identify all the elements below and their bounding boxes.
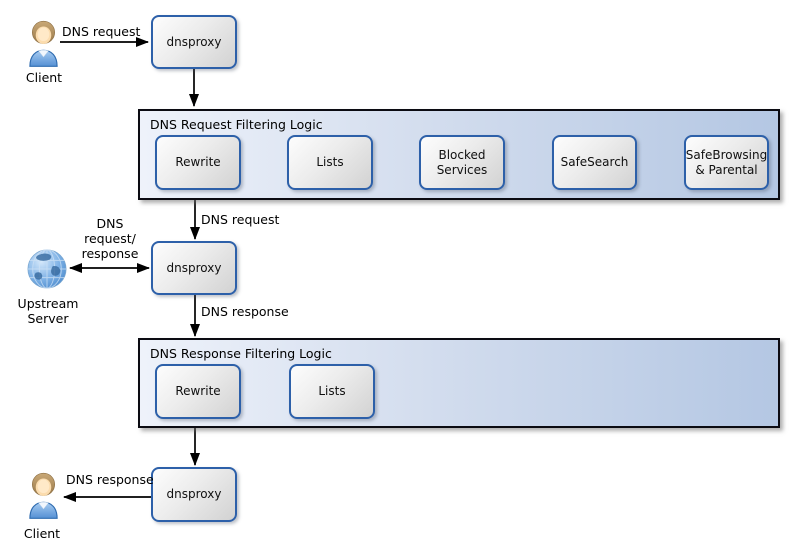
edge-label-upstream-exchange: DNS request/ response [81, 216, 139, 261]
client-top-person-icon [27, 19, 60, 71]
stage-safesearch: SafeSearch [552, 135, 637, 190]
edge-label-client-request: DNS request [62, 24, 141, 39]
edge-label-filtered-request: DNS request [201, 212, 280, 227]
upstream-server-label: Upstream Server [17, 296, 79, 326]
stage-safebrowsing-parental: SafeBrowsing & Parental [684, 135, 769, 190]
response-filtering-title: DNS Response Filtering Logic [150, 346, 332, 361]
dnsproxy-middle-node: dnsproxy [151, 241, 237, 295]
edge-label-dns-response: DNS response [201, 304, 289, 319]
client-bottom-label: Client [23, 526, 61, 541]
edge-label-response-to-client: DNS response [66, 472, 154, 487]
dnsproxy-bottom-node: dnsproxy [151, 467, 237, 522]
stage-rewrite-response: Rewrite [155, 364, 241, 419]
dnsproxy-top-node: dnsproxy [151, 15, 237, 69]
request-filtering-container: DNS Request Filtering Logic Rewrite List… [138, 109, 780, 200]
upstream-globe-icon [26, 248, 68, 294]
request-filtering-title: DNS Request Filtering Logic [150, 117, 323, 132]
response-filtering-container: DNS Response Filtering Logic Rewrite Lis… [138, 338, 780, 428]
client-top-label: Client [25, 70, 63, 85]
stage-lists-request: Lists [287, 135, 373, 190]
stage-blocked-services: Blocked Services [419, 135, 505, 190]
stage-lists-response: Lists [289, 364, 375, 419]
stage-rewrite-request: Rewrite [155, 135, 241, 190]
client-bottom-person-icon [27, 471, 60, 523]
